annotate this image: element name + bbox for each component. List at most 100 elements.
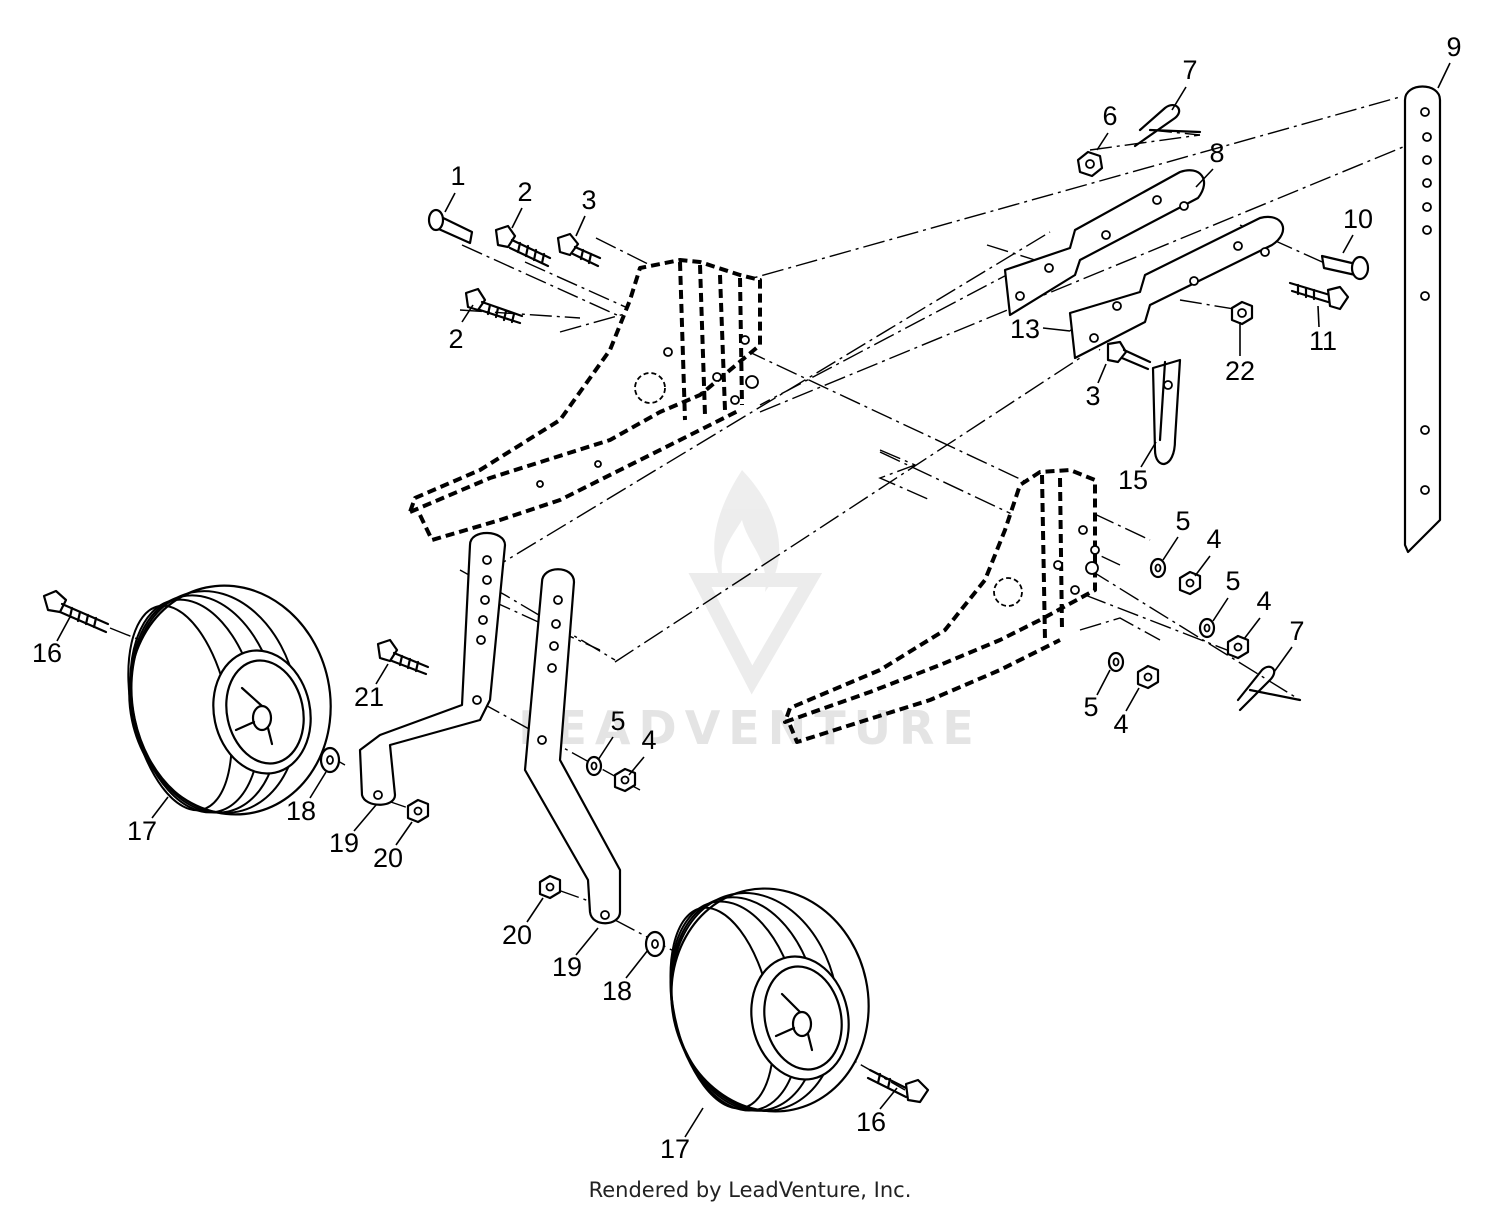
leader-line-c20b <box>526 897 544 923</box>
part-number-c1: 1 <box>450 161 465 191</box>
part-number-c5b: 5 <box>1225 566 1240 596</box>
part-number-c18b: 18 <box>602 976 632 1006</box>
nut-4-a <box>1178 570 1202 596</box>
part-number-c10: 10 <box>1343 204 1373 234</box>
part-number-c16b: 16 <box>856 1107 886 1137</box>
part-number-c4b: 4 <box>1256 586 1271 616</box>
wheel-right <box>669 887 870 1113</box>
leader-line-c5a <box>1162 536 1179 561</box>
part-number-c2b: 2 <box>448 324 463 354</box>
hitch-plate-lower <box>1068 215 1284 360</box>
leader-line-c17a <box>151 796 169 819</box>
washer-18-left <box>319 746 341 774</box>
part-number-c21: 21 <box>354 682 384 712</box>
leader-line-c18a <box>309 771 327 799</box>
part-number-c4c: 4 <box>1113 709 1128 739</box>
part-number-c4a: 4 <box>1206 524 1221 554</box>
bolt-16-left <box>42 589 110 634</box>
leader-line-c13 <box>1042 327 1071 332</box>
washer-18-right <box>644 930 666 958</box>
part-number-c19b: 19 <box>552 952 582 982</box>
leader-line-c7a <box>1171 86 1187 111</box>
nut-4-b <box>1226 634 1250 660</box>
part-number-c8: 8 <box>1209 138 1224 168</box>
leader-line-c4c <box>1125 687 1140 712</box>
part-number-c2a: 2 <box>517 177 532 207</box>
part-number-c6: 6 <box>1102 101 1117 131</box>
part-number-c7b: 7 <box>1289 616 1304 646</box>
leader-line-c15 <box>1140 441 1157 468</box>
leader-line-c7b <box>1273 646 1293 673</box>
leader-line-c2b <box>461 304 474 323</box>
part-number-c3a: 3 <box>581 185 596 215</box>
bolt-2-top <box>494 224 552 268</box>
part-number-c9: 9 <box>1446 32 1461 62</box>
nut-4-c <box>1136 664 1160 690</box>
leadventure-watermark: LEADVENTURE <box>518 470 974 755</box>
leader-line-c10 <box>1342 234 1354 254</box>
part-number-c11: 11 <box>1309 326 1337 356</box>
part-number-c16a: 16 <box>32 638 62 668</box>
part-number-c17a: 17 <box>127 816 157 846</box>
bolt-21 <box>376 638 430 676</box>
wheel-left <box>127 584 332 816</box>
drag-stake <box>1151 358 1182 466</box>
part-number-c13: 13 <box>1010 314 1040 344</box>
leader-line-c8 <box>1195 168 1214 188</box>
leader-line-c4b <box>1243 617 1261 640</box>
leader-line-c16b <box>879 1087 898 1110</box>
leader-line-c3a <box>575 215 586 237</box>
leader-line-c18b <box>625 949 649 979</box>
leader-line-c5b <box>1212 597 1229 622</box>
bolt-3-top <box>556 232 602 268</box>
bolt-2-lower <box>464 287 524 325</box>
hitch-pin-clip-7-lower <box>1236 665 1302 712</box>
part-number-c20b: 20 <box>502 920 532 950</box>
leader-line-c19b <box>575 927 599 956</box>
part-number-c18a: 18 <box>286 796 316 826</box>
left-frame-bracket <box>408 258 762 542</box>
leader-line-c16a <box>56 616 71 642</box>
nut-6 <box>1076 150 1104 178</box>
nut-20-right <box>538 874 562 900</box>
part-number-c17b: 17 <box>660 1134 690 1164</box>
nut-22 <box>1230 300 1254 326</box>
leader-line-c3b <box>1097 363 1107 384</box>
part-number-c20a: 20 <box>373 843 403 873</box>
leader-line-c19a <box>353 804 377 832</box>
part-number-c7a: 7 <box>1182 55 1197 85</box>
washer-5-a <box>1149 557 1167 579</box>
part-number-c4d: 4 <box>641 725 656 755</box>
part-number-c5d: 5 <box>610 706 625 736</box>
washer-5-d <box>585 755 603 777</box>
part-number-c15: 15 <box>1118 465 1148 495</box>
leader-line-c4a <box>1194 555 1211 577</box>
part-number-c5a: 5 <box>1175 506 1190 536</box>
part-number-c3b: 3 <box>1085 381 1100 411</box>
leader-line-c9 <box>1437 62 1451 89</box>
leader-line-c11 <box>1317 305 1320 328</box>
bolt-11 <box>1288 281 1350 311</box>
part-number-c19a: 19 <box>329 828 359 858</box>
part-number-c5c: 5 <box>1083 692 1098 722</box>
washer-5-b <box>1198 617 1216 639</box>
clevis-pin-10 <box>1320 254 1370 281</box>
washer-5-c <box>1107 651 1125 673</box>
leader-line-c20a <box>395 821 413 846</box>
leader-line-c5d <box>597 736 614 761</box>
depth-bar <box>1403 85 1442 554</box>
bolt-3-right <box>1106 340 1152 371</box>
leader-line-c4d <box>628 756 645 776</box>
bolt-16-right <box>866 1068 930 1104</box>
wheel-bracket-right <box>523 568 622 925</box>
part-number-c22: 22 <box>1225 356 1255 386</box>
wheel-bracket-left <box>358 531 507 806</box>
hitch-pin-clip-7-top <box>1133 103 1202 148</box>
leader-line-c6 <box>1096 132 1109 151</box>
leader-line-c1 <box>444 192 456 213</box>
rendered-by-footer: Rendered by LeadVenture, Inc. <box>588 1178 912 1202</box>
leader-line-c21 <box>375 663 389 685</box>
leader-line-c17b <box>684 1107 704 1138</box>
